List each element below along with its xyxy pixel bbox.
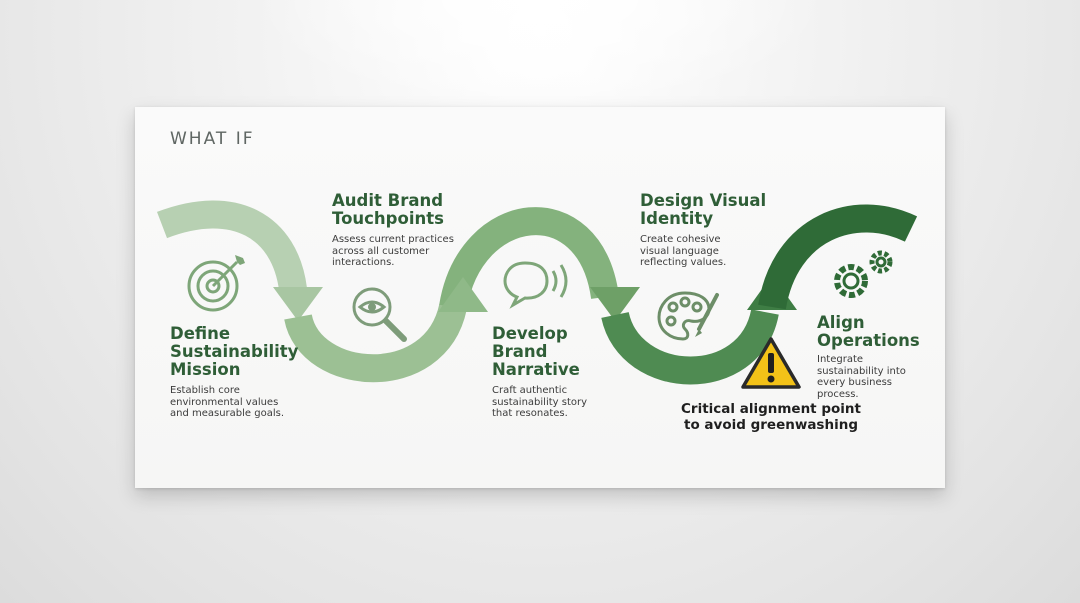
brand-logo: WHAT IF [170, 129, 255, 149]
gears-icon [834, 250, 893, 298]
flow-arrow-down-2 [590, 287, 640, 321]
flow-segment-2 [284, 303, 467, 383]
magnifier-eye-icon [352, 287, 407, 342]
wave-flow [156, 200, 918, 385]
step-3-desc: Craft authentic sustainability story tha… [492, 385, 588, 419]
flow-arrow-up-1 [438, 277, 488, 312]
palette-icon [657, 291, 719, 341]
step-2-title: Audit Brand Touchpoints [332, 191, 444, 228]
step-4-desc: Create cohesive visual language reflecti… [640, 234, 727, 268]
warning-icon [741, 337, 801, 389]
wall-light [250, 0, 830, 110]
step-5-desc: Integrate sustainability into every busi… [817, 354, 906, 400]
target-icon [187, 255, 245, 312]
step-1-desc: Establish core environmental values and … [170, 385, 285, 419]
flow-segment-3 [439, 207, 619, 310]
step-3-title: Develop Brand Narrative [492, 324, 580, 379]
warning-text: Critical alignment point to avoid greenw… [681, 401, 861, 433]
infographic-board: WHAT IF [135, 107, 945, 488]
flow-arrow-down-1 [273, 287, 323, 321]
step-1-title: Define Sustainability Mission [170, 324, 299, 379]
speech-bubble-icon [503, 261, 568, 309]
flow-segment-4 [601, 308, 779, 385]
step-5-title: Align Operations [817, 313, 920, 350]
flow-segment-1 [156, 200, 307, 292]
flow-segment-5 [758, 204, 918, 310]
step-2-desc: Assess current practices across all cust… [332, 234, 454, 268]
step-4-title: Design Visual Identity [640, 191, 767, 228]
